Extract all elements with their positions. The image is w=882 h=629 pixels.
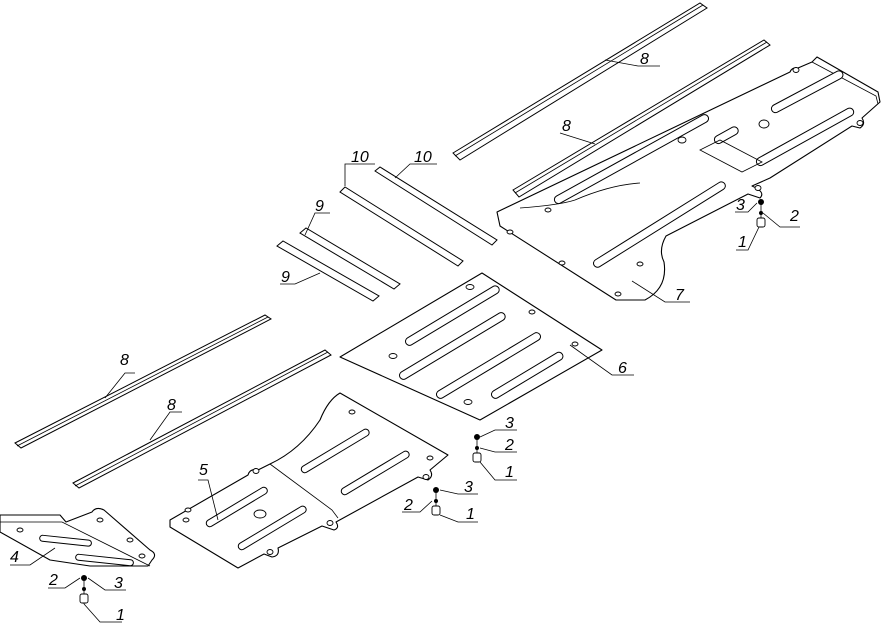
strip-8-bottom-1 (14, 314, 272, 449)
strip-10-right (374, 166, 498, 246)
callout-labels: 8 8 10 10 9 9 8 8 7 6 5 4 3 2 1 3 2 1 3 … (10, 51, 799, 624)
callout-plate4-bolt: 1 (116, 607, 125, 624)
callout-plate6-lockwasher: 2 (504, 437, 514, 454)
strip-9-lower (276, 240, 380, 302)
strip-8-top-2 (512, 39, 771, 198)
plate-6 (339, 272, 603, 421)
callout-plate6-washer: 3 (505, 415, 514, 432)
callout-5: 5 (199, 462, 208, 479)
callout-plate7-lockwasher: 2 (789, 208, 799, 225)
strip-10-left (339, 186, 464, 267)
strip-9-upper (299, 227, 401, 290)
callout-6: 6 (618, 360, 627, 377)
fastener-set-plate-6 (472, 434, 482, 463)
fastener-set-plate-5 (431, 487, 441, 516)
callout-plate5-bolt: 1 (466, 506, 475, 523)
callout-plate5-washer: 3 (464, 479, 473, 496)
callout-plate7-bolt: 1 (738, 234, 747, 251)
strip-8-bottom-2 (72, 349, 332, 489)
callout-9-lower: 9 (281, 269, 290, 286)
plate-5 (169, 392, 449, 569)
strip-8-top-1 (452, 2, 708, 161)
callout-7: 7 (675, 287, 685, 304)
fastener-set-plate-7 (756, 199, 766, 228)
callout-plate4-washer: 3 (114, 575, 123, 592)
callout-plate7-washer: 3 (736, 197, 745, 214)
callout-plate5-lockwasher: 2 (403, 497, 413, 514)
plate-4 (0, 507, 156, 567)
callout-4: 4 (10, 549, 19, 566)
callout-plate6-bolt: 1 (505, 464, 514, 481)
callout-8-top-2: 8 (562, 118, 571, 135)
leader-lines (10, 59, 800, 623)
callout-10-left: 10 (351, 149, 369, 166)
callout-8-top-1: 8 (640, 51, 649, 68)
callout-9-upper: 9 (315, 198, 324, 215)
plate-7 (496, 56, 881, 301)
callout-plate4-lockwasher: 2 (48, 572, 58, 589)
fastener-set-plate-4 (79, 575, 89, 604)
callout-8-bottom-2: 8 (167, 397, 176, 414)
callout-8-bottom-1: 8 (120, 352, 129, 369)
callout-10-right: 10 (414, 149, 432, 166)
